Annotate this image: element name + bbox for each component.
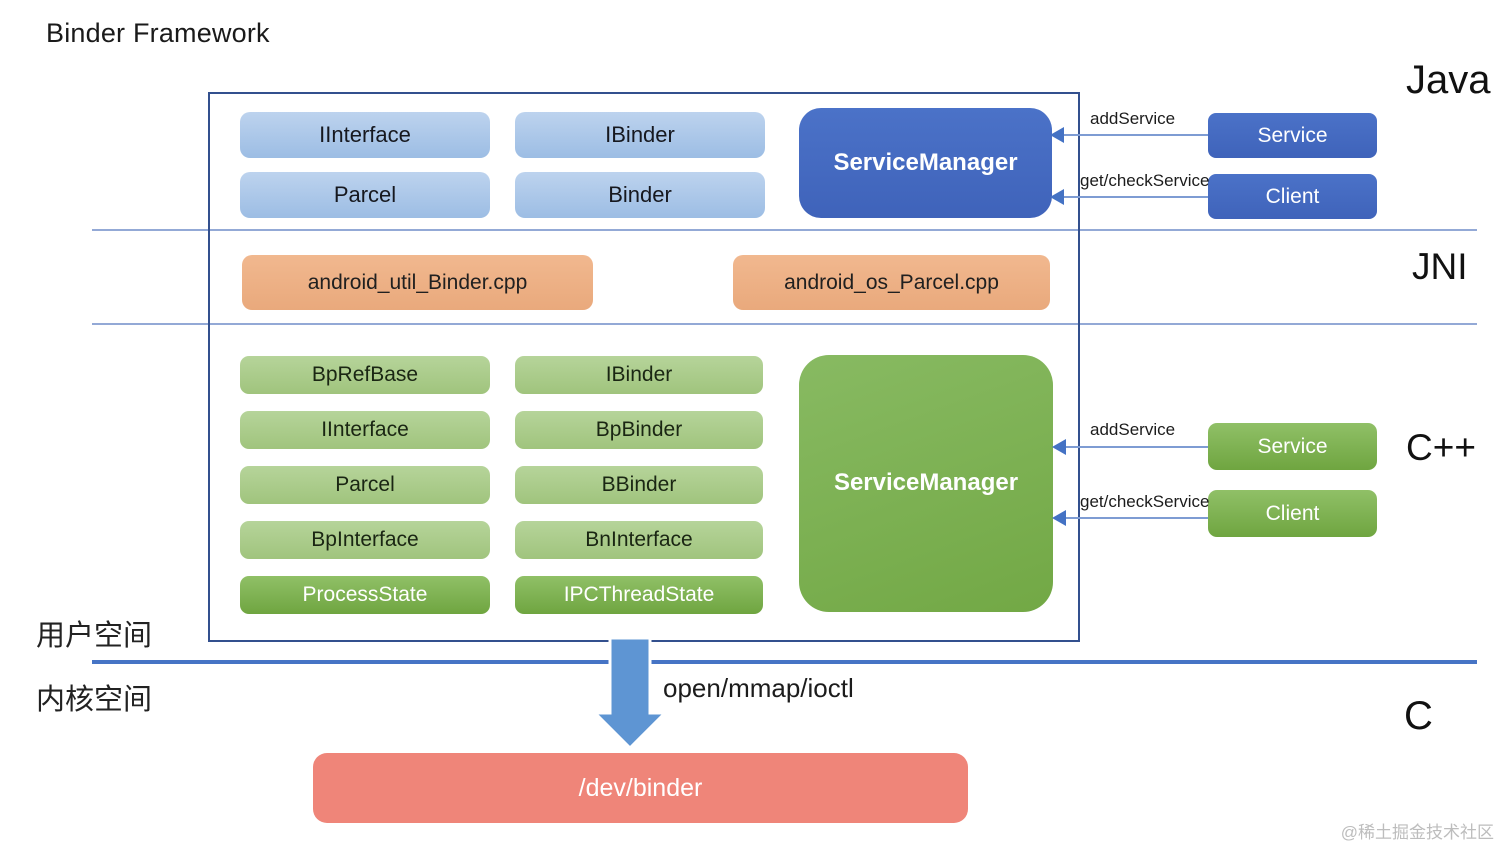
kernel-space-label: 内核空间 [36, 684, 153, 716]
cpp-service-box: Service [1208, 423, 1377, 470]
java-get-check-service-arrowhead-icon [1050, 189, 1064, 205]
cpp-add-service-arrow-line [1066, 446, 1208, 448]
down-arrow-icon [591, 638, 669, 751]
layer-label-cpp: C++ [1406, 427, 1476, 468]
layer-label-jni: JNI [1412, 246, 1468, 287]
java-class-binder: Binder [515, 172, 765, 218]
diagram-title: Binder Framework [46, 18, 270, 48]
java-client-box: Client [1208, 174, 1377, 219]
user-space-label: 用户空间 [36, 620, 153, 652]
jni-file-android-os-parcel: android_os_Parcel.cpp [733, 255, 1050, 310]
cpp-get-check-service-arrow-line [1066, 517, 1208, 519]
java-service-box: Service [1208, 113, 1377, 158]
jni-cpp-divider-line [92, 323, 1477, 325]
cpp-class-bninterface: BnInterface [515, 521, 763, 559]
java-service-manager-box: ServiceManager [799, 108, 1052, 218]
cpp-class-bpbinder: BpBinder [515, 411, 763, 449]
java-class-parcel: Parcel [240, 172, 490, 218]
layer-label-java: Java [1406, 58, 1491, 102]
cpp-get-check-service-label: get/checkService [1080, 492, 1210, 511]
cpp-class-bprefbase: BpRefBase [240, 356, 490, 394]
cpp-class-iinterface: IInterface [240, 411, 490, 449]
layer-label-c: C [1404, 694, 1433, 738]
user-kernel-divider-line [92, 660, 1477, 664]
dev-binder-box: /dev/binder [313, 753, 968, 823]
watermark-text: @稀土掘金技术社区 [1340, 823, 1494, 842]
cpp-add-service-label: addService [1090, 420, 1176, 439]
cpp-get-check-service-arrowhead-icon [1052, 510, 1066, 526]
cpp-class-process-state: ProcessState [240, 576, 490, 614]
cpp-client-box: Client [1208, 490, 1377, 537]
java-add-service-arrowhead-icon [1050, 127, 1064, 143]
java-add-service-arrow-line [1064, 134, 1208, 136]
jni-file-android-util-binder: android_util_Binder.cpp [242, 255, 593, 310]
java-class-ibinder: IBinder [515, 112, 765, 158]
cpp-class-parcel: Parcel [240, 466, 490, 504]
java-jni-divider-line [92, 229, 1477, 231]
java-class-iinterface: IInterface [240, 112, 490, 158]
cpp-class-bbinder: BBinder [515, 466, 763, 504]
syscall-label: open/mmap/ioctl [663, 673, 854, 703]
cpp-service-manager-box: ServiceManager [799, 355, 1053, 612]
java-get-check-service-label: get/checkService [1080, 171, 1210, 190]
cpp-add-service-arrowhead-icon [1052, 439, 1066, 455]
java-add-service-label: addService [1090, 109, 1176, 128]
java-get-check-service-arrow-line [1064, 196, 1208, 198]
cpp-class-ipc-thread-state: IPCThreadState [515, 576, 763, 614]
cpp-class-bpinterface: BpInterface [240, 521, 490, 559]
cpp-class-ibinder: IBinder [515, 356, 763, 394]
